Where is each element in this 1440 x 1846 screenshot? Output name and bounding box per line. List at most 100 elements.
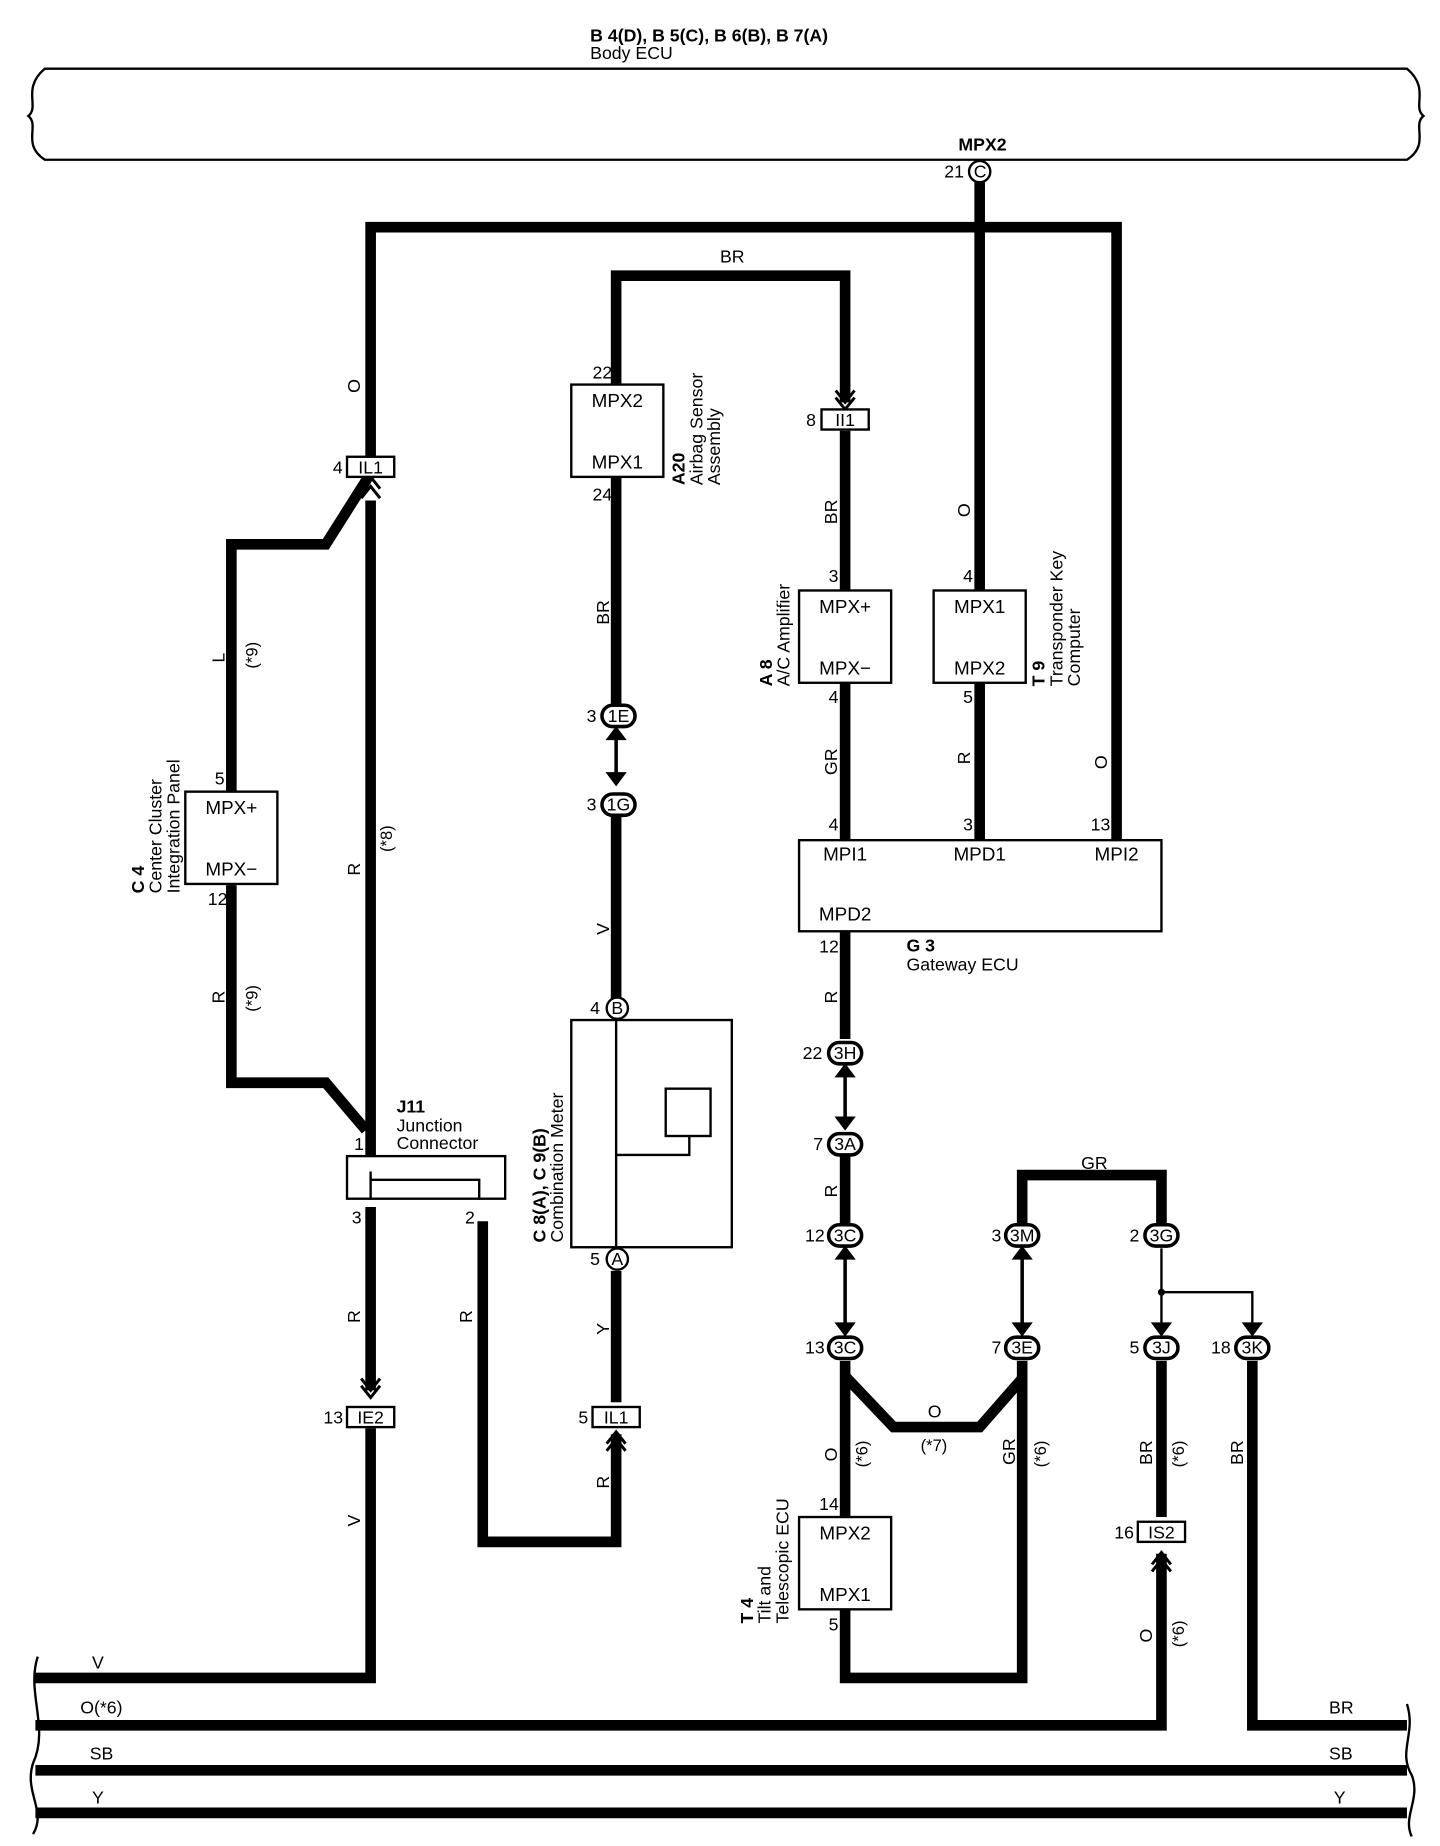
double-arrows [605,725,1263,1337]
airbag-num-top: 22 [593,363,613,383]
c3j-label: 3J [1152,1338,1171,1358]
c1g-label: 1G [607,795,631,815]
wire-l-cluster [226,470,376,792]
wire-r-cluster [226,885,370,1134]
connector-is2: IS2 16 [1114,1520,1187,1544]
airbag-box [570,383,665,479]
note-9a: (*9) [242,642,261,669]
connector-3j: 3J 5 [1130,1335,1180,1361]
transponder-num-bot: 5 [963,687,973,707]
c3g-num: 2 [1130,1225,1140,1245]
transponder-name2: Computer [1064,608,1084,686]
ac-amplifier: MPX+ MPX− 3 4 A 8 A/C Amplifier [756,566,893,707]
tilt-num-top: 14 [819,1494,839,1514]
c3c-a-label: 3C [834,1225,857,1245]
note-6b: (*6) [1031,1441,1050,1468]
gateway-p3: MPI2 [1095,844,1139,865]
bus-lines [29,1656,1416,1838]
label-r-j2: R [456,1310,476,1323]
c3h-label: 3H [834,1043,857,1063]
transponder-pin-top: MPX1 [954,597,1005,618]
cluster-name2: Integration Panel [163,759,183,893]
connector-1e: 1E 3 [587,703,637,729]
c3a-num: 7 [813,1134,823,1154]
ii1-num: 8 [806,410,816,430]
tilt-name1: Tilt and [755,1566,775,1624]
label-br-ac: BR [821,500,841,525]
splice-3g [1157,1288,1165,1296]
c3c-b-label: 3C [834,1338,857,1358]
bus-br-right: BR [1329,1697,1354,1717]
connector-3m: 3M 3 [991,1222,1041,1248]
label-r-3a: R [821,1185,841,1198]
bus-left-edge [29,1656,41,1835]
gateway-n3: 13 [1091,815,1111,835]
gateway-n2: 3 [963,815,973,835]
tilt-telescopic-ecu: MPX2 MPX1 14 5 T 4 Tilt and Telescopic E… [737,1494,893,1635]
connector-3e: 3E 7 [991,1335,1041,1361]
body-ecu-ids: B 4(D), B 5(C), B 6(B), B 7(A) [590,25,828,45]
connector-il1-top: IL1 4 [333,455,396,479]
label-v-left: V [344,1514,364,1526]
c3a-label: 3A [834,1134,856,1154]
gateway-ecu: MPI1 MPD1 MPI2 MPD2 4 3 13 12 G 3 Gatewa… [797,815,1163,974]
cluster-name1: Center Cluster [146,779,166,893]
bus-y-left: Y [92,1787,104,1807]
c3c-b-num: 13 [805,1338,825,1358]
cluster-pin-bot: MPX− [205,860,257,881]
junction-id: J11 [397,1096,426,1116]
arrow-1e-1g-heads [605,725,627,787]
c3c-a-num: 12 [805,1225,825,1245]
gateway-box [797,838,1163,933]
wire-labels: BR O L (*9) R (*8) R (*9) BR V BR GR O R… [208,247,1247,1648]
ac-num-bot: 4 [829,687,839,707]
note-6c: (*6) [1169,1441,1188,1468]
meter-n-bot: 5 [590,1249,600,1269]
airbag-id: A20 [669,452,689,485]
cluster-id: C 4 [128,866,148,894]
gateway-n1: 4 [829,815,839,835]
connector-ii1: II1 8 [806,408,870,431]
wire-br-3k [1247,1360,1407,1731]
ac-id: A 8 [756,659,776,686]
body-ecu-pin-num: 21 [944,161,964,181]
meter-n-top: 4 [590,998,600,1018]
note-9b: (*9) [242,985,261,1012]
bus-y-right: Y [1334,1787,1346,1807]
gateway-id: G 3 [906,935,935,955]
junction-name2: Connector [397,1133,479,1153]
label-r-j3: R [344,1310,364,1323]
wire-gr-top [1016,1169,1167,1224]
label-v-airbag: V [593,923,613,935]
ac-num-top: 3 [829,566,839,586]
ac-box [797,589,893,684]
label-o-is2: O [1136,1629,1156,1643]
arrow-3c-3c-heads [834,1245,856,1337]
airbag-name1: Airbag Sensor [686,373,706,486]
note-7: (*7) [921,1436,948,1455]
label-r-cluster: R [208,991,228,1004]
label-y-meter: Y [593,1323,613,1335]
wire-v-left [35,1428,376,1684]
label-l-cluster: L [208,653,228,663]
label-o-left: O [344,379,364,393]
label-br-top: BR [720,247,745,267]
label-r-left: R [344,863,364,876]
label-o-gateway: O [1091,755,1111,769]
cluster-pin-top: MPX+ [205,798,257,819]
label-o-transponder: O [954,503,974,517]
meter-bot-circle [605,1247,630,1271]
connector-1g: 1G 3 [587,792,637,818]
wire-o-top-loop [365,221,1122,841]
arrow-is2 [1150,1550,1173,1573]
bus-sb-right: SB [1329,1744,1353,1764]
c3k-label: 3K [1241,1338,1263,1358]
label-gr-ac: GR [821,748,841,775]
transponder-box [932,589,1027,684]
junction-n3: 3 [352,1208,362,1228]
connector-ie2: IE2 13 [323,1405,396,1429]
gateway-p2: MPD1 [953,844,1005,865]
connector-3k: 3K 18 [1211,1335,1271,1361]
wires [35,182,1407,1731]
